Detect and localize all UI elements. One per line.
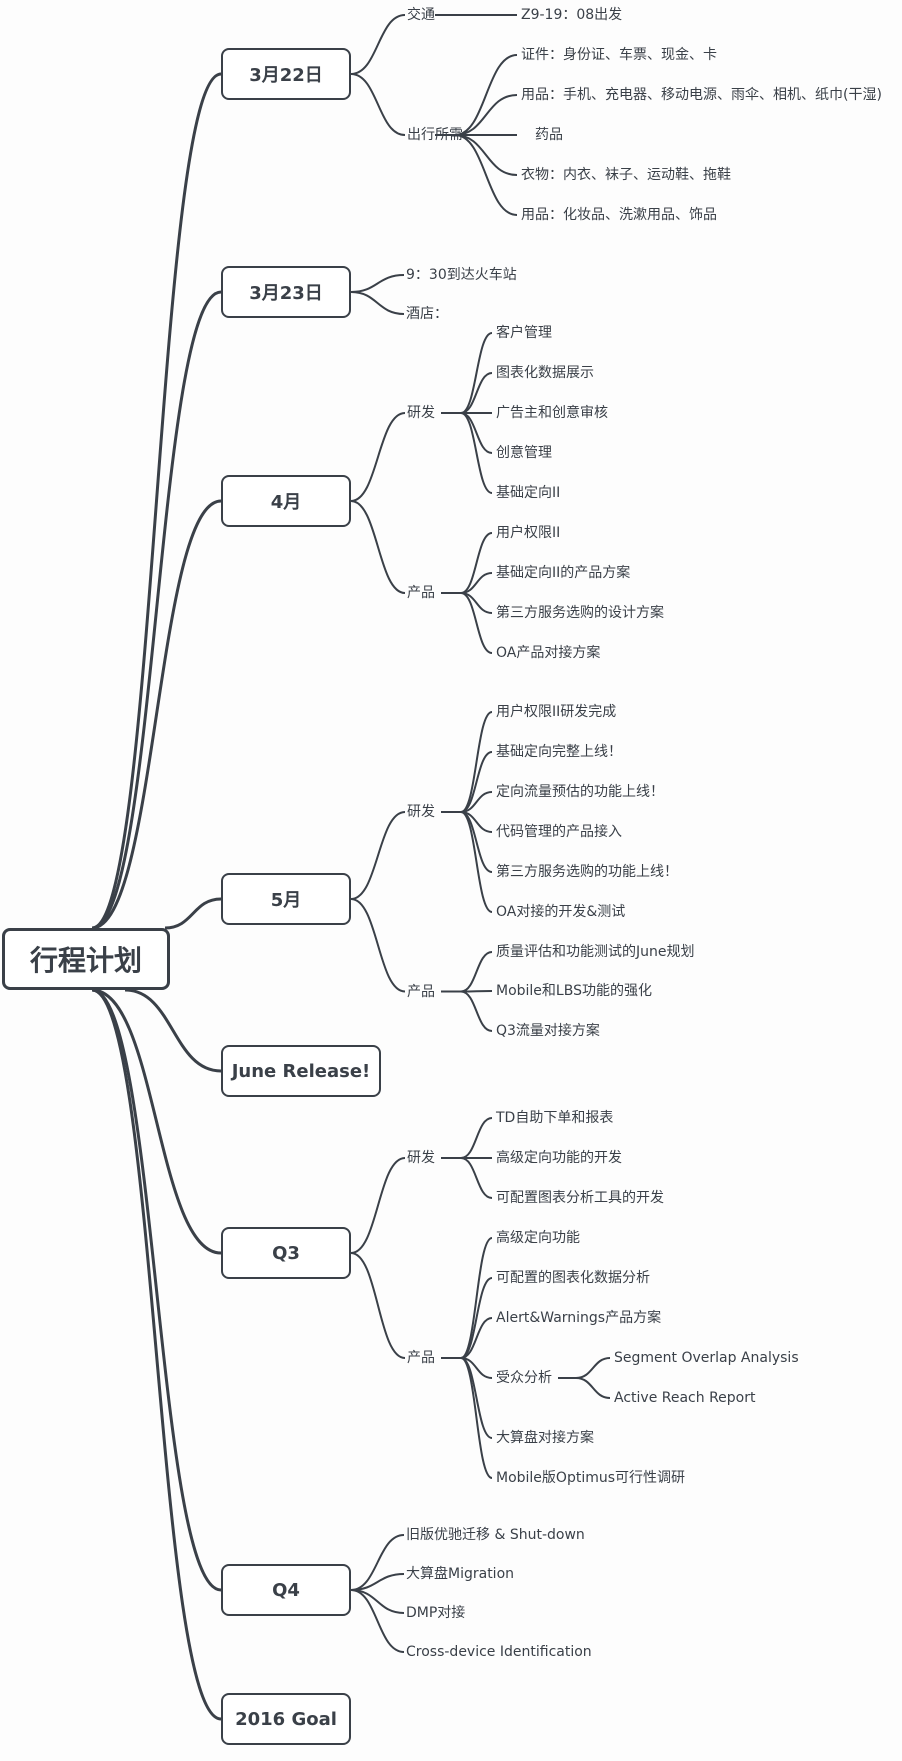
leaf-topic[interactable]: 创意管理: [496, 445, 552, 461]
leaf-topic[interactable]: 证件：身份证、车票、现金、卡: [521, 47, 717, 63]
leaf-topic[interactable]: Z9-19：08出发: [521, 7, 623, 23]
leaf-topic[interactable]: TD自助下单和报表: [496, 1110, 614, 1126]
sub-topic[interactable]: 交通: [407, 7, 435, 23]
leaf-topic[interactable]: 酒店：: [406, 306, 448, 322]
branch-topic[interactable]: Q4: [221, 1564, 351, 1616]
leaf-topic[interactable]: 可配置图表分析工具的开发: [496, 1190, 664, 1206]
leaf-topic[interactable]: 广告主和创意审核: [496, 405, 608, 421]
sub-topic[interactable]: 研发: [407, 1150, 435, 1166]
root-topic[interactable]: 行程计划: [2, 928, 170, 990]
leaf-topic[interactable]: 高级定向功能: [496, 1230, 580, 1246]
leaf-topic[interactable]: OA产品对接方案: [496, 645, 601, 661]
leaf-topic[interactable]: 用品：化妆品、洗漱用品、饰品: [521, 207, 717, 223]
leaf-topic[interactable]: 用户权限II研发完成: [496, 704, 617, 720]
branch-topic[interactable]: Q3: [221, 1227, 351, 1279]
leaf-topic[interactable]: 基础定向II: [496, 485, 561, 501]
leaf-topic[interactable]: 大算盘Migration: [406, 1566, 515, 1582]
leaf-topic[interactable]: Mobile版Optimus可行性调研: [496, 1470, 686, 1486]
sub-topic[interactable]: 出行所需: [407, 127, 463, 143]
sub-topic[interactable]: 产品: [407, 585, 435, 601]
leaf-topic[interactable]: 定向流量预估的功能上线！: [496, 784, 664, 800]
leaf-topic[interactable]: 药品: [535, 127, 563, 143]
leaf-topic[interactable]: 代码管理的产品接入: [496, 824, 622, 840]
sub-topic[interactable]: 研发: [407, 804, 435, 820]
leaf-topic[interactable]: 基础定向完整上线！: [496, 744, 622, 760]
leaf-topic[interactable]: 第三方服务选购的设计方案: [496, 605, 664, 621]
leaf-topic[interactable]: 第三方服务选购的功能上线！: [496, 864, 678, 880]
leaf-topic[interactable]: 质量评估和功能测试的June规划: [496, 944, 695, 960]
branch-topic[interactable]: 4月: [221, 475, 351, 527]
branch-topic[interactable]: 2016 Goal: [221, 1693, 351, 1745]
leaf-topic[interactable]: 基础定向II的产品方案: [496, 565, 631, 581]
leaf-topic[interactable]: Segment Overlap Analysis: [614, 1350, 799, 1366]
leaf-topic[interactable]: 用品：手机、充电器、移动电源、雨伞、相机、纸巾(干湿): [521, 87, 882, 103]
leaf-topic[interactable]: 9：30到达火车站: [406, 267, 517, 283]
leaf-topic[interactable]: 旧版优驰迁移 & Shut-down: [406, 1527, 585, 1543]
branch-topic[interactable]: 3月22日: [221, 48, 351, 100]
leaf-topic[interactable]: 大算盘对接方案: [496, 1430, 594, 1446]
leaf-topic[interactable]: Q3流量对接方案: [496, 1023, 600, 1039]
leaf-topic[interactable]: 可配置的图表化数据分析: [496, 1270, 650, 1286]
branch-topic[interactable]: 3月23日: [221, 266, 351, 318]
leaf-topic[interactable]: 用户权限II: [496, 525, 561, 541]
leaf-topic[interactable]: 衣物：内衣、袜子、运动鞋、拖鞋: [521, 167, 731, 183]
leaf-topic[interactable]: 图表化数据展示: [496, 365, 594, 381]
sub-topic[interactable]: 产品: [407, 983, 435, 1000]
leaf-topic[interactable]: Alert&Warnings产品方案: [496, 1310, 662, 1326]
sub-topic[interactable]: 研发: [407, 405, 435, 421]
leaf-topic[interactable]: DMP对接: [406, 1605, 466, 1621]
leaf-topic[interactable]: OA对接的开发&测试: [496, 904, 626, 920]
branch-topic[interactable]: June Release!: [221, 1045, 381, 1097]
leaf-topic[interactable]: Mobile和LBS功能的强化: [496, 983, 652, 999]
leaf-topic[interactable]: 客户管理: [496, 325, 552, 341]
leaf-topic[interactable]: 高级定向功能的开发: [496, 1150, 622, 1166]
leaf-topic[interactable]: 受众分析: [496, 1370, 552, 1386]
branch-topic[interactable]: 5月: [221, 873, 351, 925]
sub-topic[interactable]: 产品: [407, 1350, 435, 1366]
leaf-topic[interactable]: Cross-device Identification: [406, 1644, 592, 1660]
leaf-topic[interactable]: Active Reach Report: [614, 1390, 756, 1406]
